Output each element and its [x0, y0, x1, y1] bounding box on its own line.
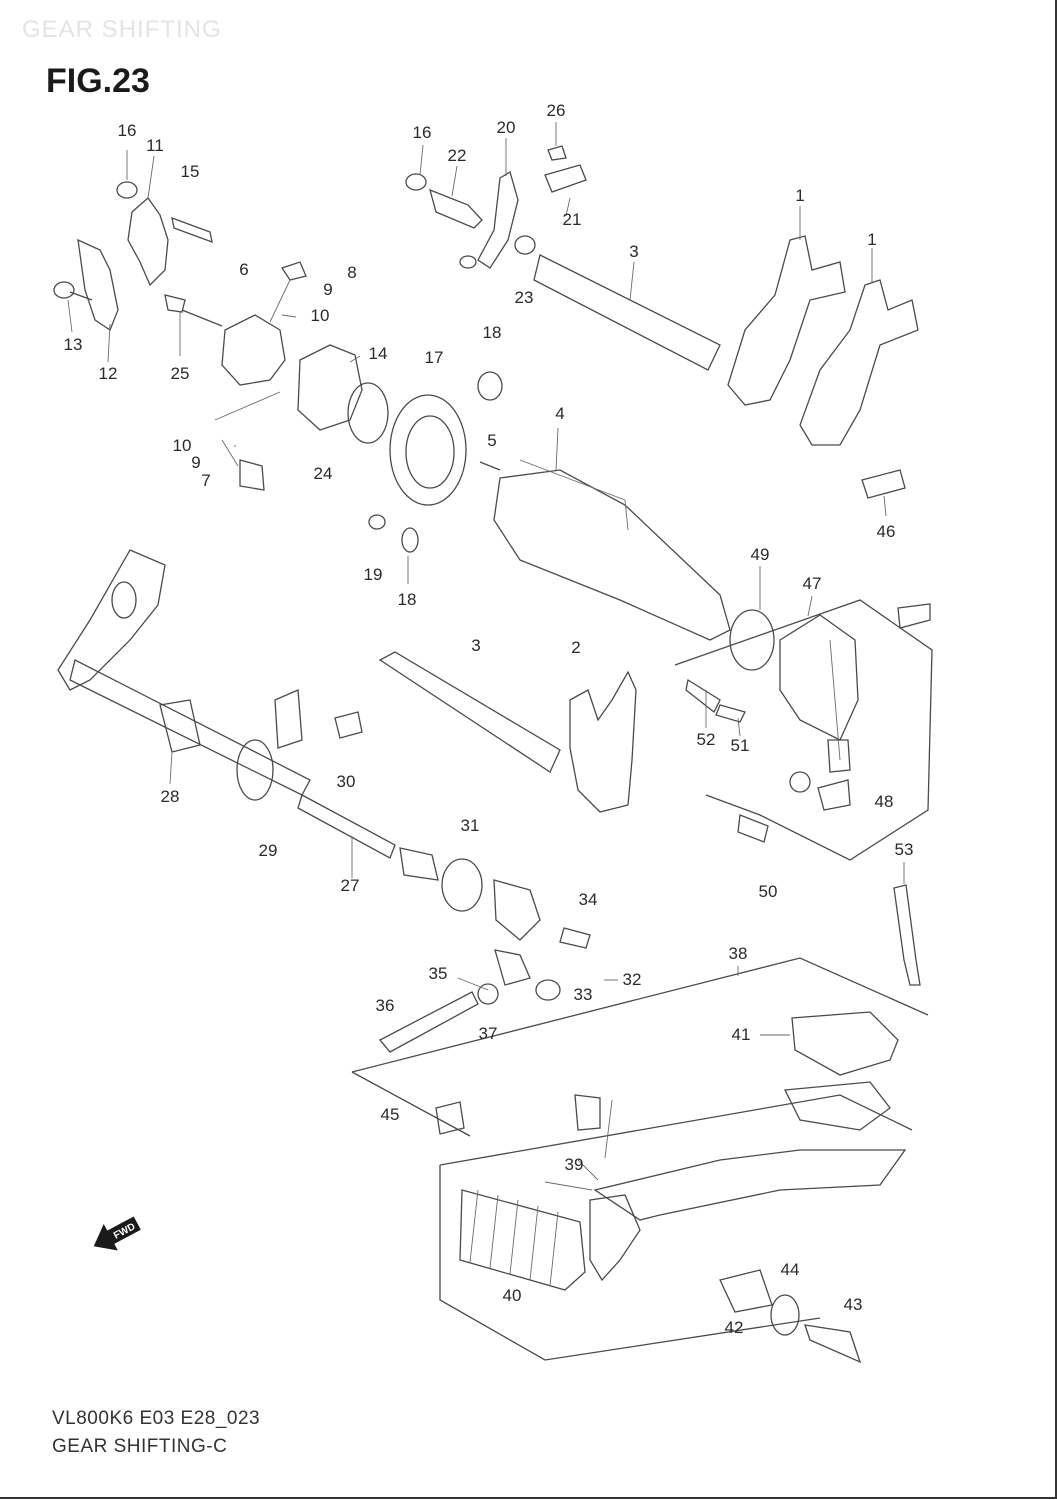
shift-fork-lower-group — [378, 651, 637, 813]
callout-number: 16 — [117, 121, 137, 140]
gearshift-cover-group — [674, 599, 933, 861]
callout-number: 9 — [191, 453, 201, 472]
callout-number: 14 — [368, 344, 388, 363]
callout-number: 27 — [340, 876, 360, 895]
gearshift-cam-drum — [368, 371, 731, 641]
callout-number: 39 — [564, 1155, 584, 1174]
callout-number: 48 — [874, 792, 894, 811]
callout-number: 1 — [795, 186, 805, 205]
diagram-caption: GEAR SHIFTING-C — [52, 1436, 228, 1457]
callout-number: 15 — [180, 162, 200, 181]
callout-number: 8 — [347, 263, 357, 282]
callout-number: 53 — [894, 840, 914, 859]
callout-number: 16 — [412, 123, 432, 142]
callout-number: 6 — [239, 260, 249, 279]
callout-number: 34 — [578, 890, 598, 909]
model-code-label: VL800K6 E03 E28_023 — [52, 1408, 261, 1429]
callout-number: 3 — [629, 242, 639, 261]
callout-number: 47 — [802, 574, 822, 593]
callout-leader-lines — [67, 122, 905, 1191]
shift-cam-stopper-group — [53, 181, 467, 506]
callout-number: 13 — [63, 335, 83, 354]
callout-number: 45 — [380, 1105, 400, 1124]
callout-number: 20 — [496, 118, 516, 137]
callout-number: 3 — [471, 636, 481, 655]
callout-number: 11 — [146, 136, 164, 155]
callout-number: 25 — [170, 364, 190, 383]
callout-number: 30 — [336, 772, 356, 791]
callout-number: 29 — [258, 841, 278, 860]
callout-number: 26 — [546, 101, 566, 120]
callout-number: 50 — [758, 882, 778, 901]
callout-number: 51 — [730, 736, 750, 755]
figure-label: FIG.23 — [46, 62, 150, 100]
callout-number: 40 — [502, 1286, 522, 1305]
callout-number: 23 — [514, 288, 534, 307]
callout-number: 4 — [555, 404, 565, 423]
callout-number: 24 — [313, 464, 333, 483]
gearshift-arm-group — [405, 145, 721, 371]
callout-number: 10 — [172, 436, 192, 455]
callout-number: 37 — [478, 1024, 498, 1043]
callout-number: 41 — [731, 1025, 751, 1044]
callout-number: 32 — [622, 970, 642, 989]
callout-number: 9 — [323, 280, 333, 299]
callout-number: 5 — [487, 431, 497, 450]
callout-number: 22 — [447, 146, 467, 165]
gearshift-link-rod — [893, 884, 921, 986]
callout-number: 43 — [843, 1295, 863, 1314]
callout-number: 33 — [573, 985, 593, 1004]
gearshift-lever-shaft-group — [57, 549, 591, 1053]
callout-number: 10 — [310, 306, 330, 325]
callout-number: 42 — [724, 1318, 744, 1337]
callout-number: 35 — [428, 964, 448, 983]
callout-number: 12 — [98, 364, 118, 383]
callout-number: 36 — [375, 996, 395, 1015]
callout-number: 1 — [867, 230, 877, 249]
callout-number: 2 — [571, 638, 581, 657]
faint-header-title: GEAR SHIFTING — [22, 16, 222, 43]
fwd-label: FWD — [112, 1221, 137, 1241]
callout-number: 28 — [160, 787, 180, 806]
callout-number: 18 — [482, 323, 502, 342]
callout-number: 46 — [876, 522, 896, 541]
callout-number: 49 — [750, 545, 770, 564]
shift-forks-upper — [727, 235, 919, 499]
callout-number: 19 — [363, 565, 383, 584]
callout-number: 7 — [201, 471, 211, 490]
callout-number: 18 — [397, 590, 417, 609]
footrest-bracket-group — [351, 957, 929, 1364]
callout-number: 31 — [460, 816, 480, 835]
callout-number: 38 — [728, 944, 748, 963]
callout-number: 17 — [424, 348, 444, 367]
callout-number: 21 — [562, 210, 582, 229]
callout-number: 52 — [696, 730, 716, 749]
fwd-arrow-icon: FWD — [93, 1216, 141, 1251]
callout-number: 44 — [780, 1260, 800, 1279]
